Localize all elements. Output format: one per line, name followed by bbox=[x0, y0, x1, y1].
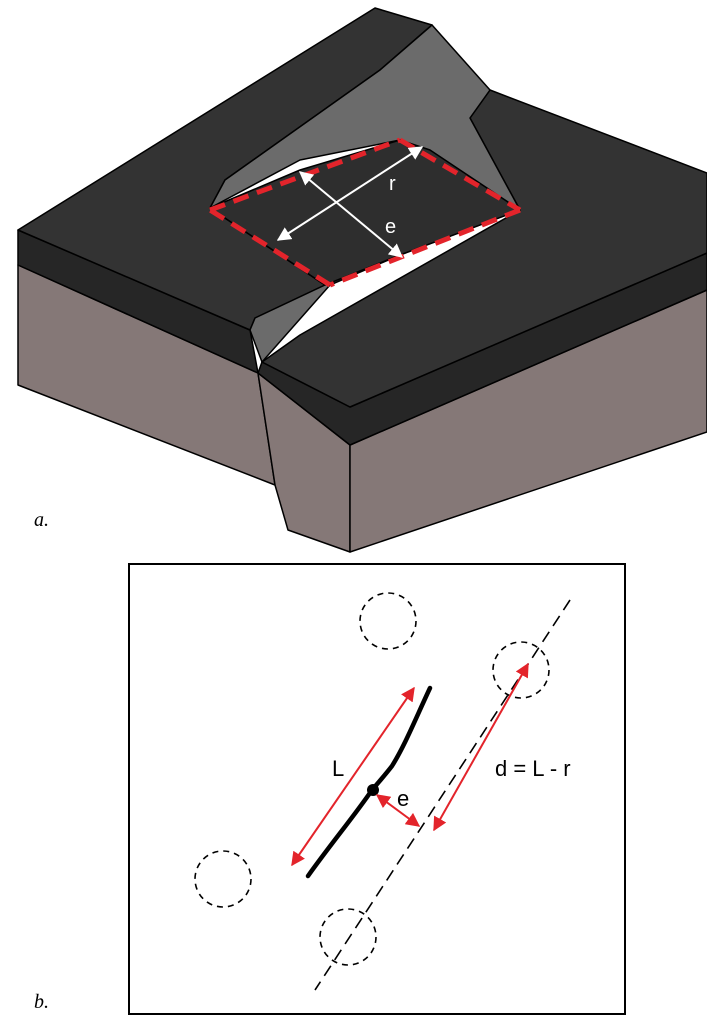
separation-arrow-e bbox=[298, 171, 404, 258]
panel-a-caption: a. bbox=[34, 509, 49, 531]
label-d-equation: d = L - r bbox=[495, 756, 571, 781]
dashed-circle-left bbox=[194, 850, 252, 908]
length-arrow-L bbox=[291, 686, 415, 867]
label-r: r bbox=[389, 173, 396, 195]
dashed-circle-top bbox=[359, 592, 417, 650]
label-e-panel-b: e bbox=[397, 786, 409, 811]
distance-arrow-d bbox=[433, 662, 529, 832]
dashed-circles bbox=[194, 592, 550, 966]
label-L: L bbox=[332, 756, 344, 781]
outline-edge-top bbox=[398, 137, 522, 213]
panel-a-block-diagram bbox=[17, 7, 707, 553]
offset-arrow-e bbox=[375, 794, 421, 827]
panel-b-caption: b. bbox=[34, 991, 49, 1013]
dashed-circle-bottom bbox=[319, 908, 377, 966]
outline-edge-right bbox=[329, 207, 521, 288]
label-e-panel-a: e bbox=[385, 216, 396, 238]
dashed-circle-right bbox=[492, 641, 550, 699]
segment-midpoint-dot bbox=[367, 784, 379, 796]
